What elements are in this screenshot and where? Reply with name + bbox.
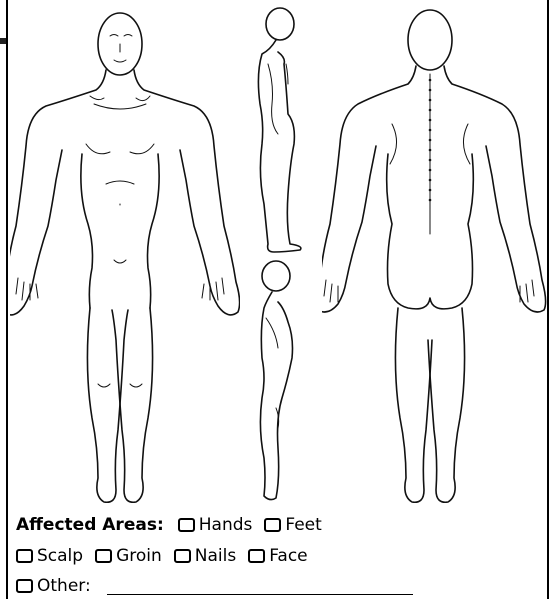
side-body-figure-upper: [246, 4, 316, 254]
groin-checkbox[interactable]: [95, 549, 112, 563]
groin-label: Groin: [116, 546, 162, 566]
scalp-label: Scalp: [37, 546, 83, 566]
feet-checkbox[interactable]: [264, 518, 281, 532]
hands-label: Hands: [199, 515, 253, 535]
hands-checkbox[interactable]: [178, 518, 195, 532]
other-checkbox[interactable]: [16, 579, 33, 593]
front-body-figure: [10, 4, 240, 509]
face-checkbox[interactable]: [248, 549, 265, 563]
corner-mark: [0, 38, 6, 44]
option-other[interactable]: Other:: [16, 576, 91, 596]
other-label: Other:: [37, 576, 91, 596]
other-text-line[interactable]: [107, 578, 413, 595]
option-hands[interactable]: Hands: [178, 515, 253, 535]
side-body-figure-lower: [246, 258, 316, 508]
option-nails[interactable]: Nails: [174, 546, 236, 566]
form-row-2: Scalp Groin Nails Face: [16, 543, 320, 569]
face-label: Face: [269, 546, 307, 566]
nails-checkbox[interactable]: [174, 549, 191, 563]
scalp-checkbox[interactable]: [16, 549, 33, 563]
affected-areas-title: Affected Areas:: [16, 515, 164, 535]
back-body-figure: [322, 4, 547, 509]
option-groin[interactable]: Groin: [95, 546, 162, 566]
form-row-3: Other:: [16, 573, 413, 599]
form-row-1: Affected Areas: Hands Feet: [16, 512, 334, 538]
option-feet[interactable]: Feet: [264, 515, 321, 535]
option-face[interactable]: Face: [248, 546, 307, 566]
option-scalp[interactable]: Scalp: [16, 546, 83, 566]
nails-label: Nails: [195, 546, 236, 566]
feet-label: Feet: [285, 515, 321, 535]
